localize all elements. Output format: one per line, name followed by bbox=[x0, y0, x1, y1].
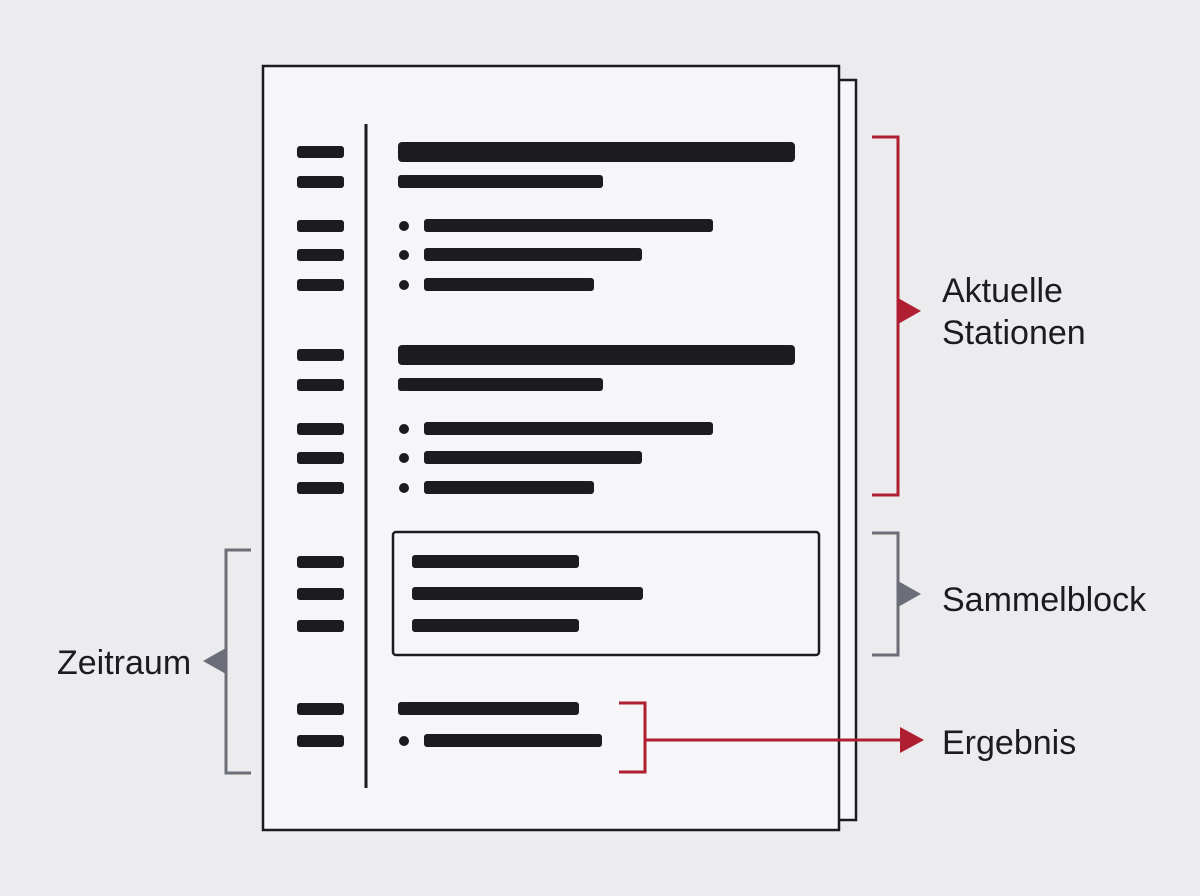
result-title-bar bbox=[398, 702, 579, 715]
date-bar bbox=[297, 452, 344, 464]
date-bar bbox=[297, 620, 344, 632]
summary-text-bar bbox=[412, 555, 579, 568]
date-bar bbox=[297, 146, 344, 158]
bullet-dot-icon bbox=[399, 250, 409, 260]
date-bar bbox=[297, 349, 344, 361]
entry-title-bar bbox=[398, 142, 795, 162]
result-bullet-bar bbox=[424, 734, 602, 747]
summary-block-bracket bbox=[872, 531, 900, 657]
bullet-dot-icon bbox=[399, 483, 409, 493]
time-span-bracket bbox=[224, 548, 251, 775]
bullet-dot-icon bbox=[399, 736, 409, 746]
triangle-pointer-icon bbox=[898, 298, 921, 324]
time-span-label: Zeitraum bbox=[57, 644, 192, 682]
triangle-pointer-icon bbox=[203, 648, 226, 674]
summary-block-frame bbox=[391, 530, 821, 657]
bullet-dot-icon bbox=[399, 453, 409, 463]
current-positions-label: Aktuelle Stationen bbox=[942, 270, 1086, 354]
entry-subtitle-bar bbox=[398, 378, 603, 391]
summary-text-bar bbox=[412, 587, 643, 600]
triangle-pointer-icon bbox=[898, 581, 921, 607]
date-bar bbox=[297, 279, 344, 291]
date-bar bbox=[297, 703, 344, 715]
bullet-text-bar bbox=[424, 219, 713, 232]
date-bar bbox=[297, 735, 344, 747]
current-positions-label-line1: Aktuelle bbox=[942, 272, 1063, 310]
date-bar bbox=[297, 588, 344, 600]
current-positions-bracket bbox=[872, 135, 900, 497]
bullet-text-bar bbox=[424, 278, 594, 291]
date-bar bbox=[297, 423, 344, 435]
arrowhead-icon bbox=[900, 727, 924, 753]
summary-block-label: Sammelblock bbox=[942, 581, 1147, 619]
date-bar bbox=[297, 249, 344, 261]
bullet-dot-icon bbox=[399, 221, 409, 231]
bullet-text-bar bbox=[424, 451, 642, 464]
date-bar bbox=[297, 176, 344, 188]
date-bar bbox=[297, 220, 344, 232]
bullet-text-bar bbox=[424, 422, 713, 435]
entry-subtitle-bar bbox=[398, 175, 603, 188]
bullet-dot-icon bbox=[399, 424, 409, 434]
date-bar bbox=[297, 482, 344, 494]
date-bar bbox=[297, 556, 344, 568]
bullet-dot-icon bbox=[399, 280, 409, 290]
bullet-text-bar bbox=[424, 481, 594, 494]
bullet-text-bar bbox=[424, 248, 642, 261]
result-bracket bbox=[619, 701, 647, 774]
current-positions-label-line2: Stationen bbox=[942, 314, 1086, 352]
entry-title-bar bbox=[398, 345, 795, 365]
summary-text-bar bbox=[412, 619, 579, 632]
result-label: Ergebnis bbox=[942, 724, 1077, 762]
date-bar bbox=[297, 379, 344, 391]
